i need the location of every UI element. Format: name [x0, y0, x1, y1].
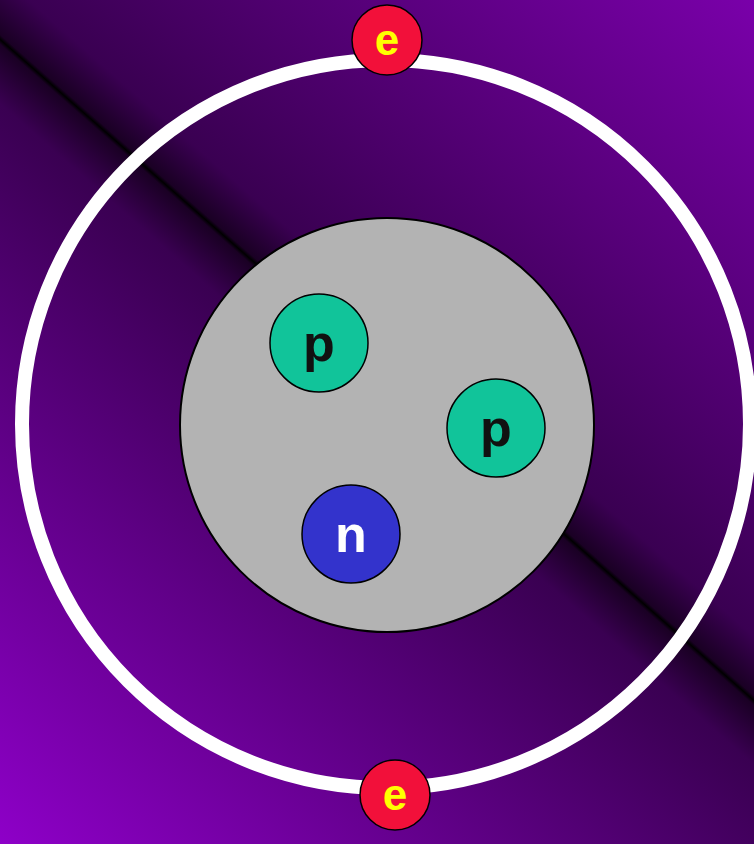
electron-label: e: [383, 773, 407, 817]
proton-shape: [447, 379, 545, 477]
neutron-shape: [302, 485, 400, 583]
electron-label: e: [375, 18, 399, 62]
proton-node: p: [269, 293, 369, 393]
electron-shape: [360, 760, 430, 830]
neutron-node: n: [301, 484, 401, 584]
proton-shape: [270, 294, 368, 392]
electron-shape: [352, 5, 422, 75]
nucleus: [180, 218, 594, 632]
electron-node: e: [351, 4, 423, 76]
proton-label: p: [480, 402, 512, 454]
electron-orbit: [22, 60, 750, 788]
proton-label: p: [303, 317, 335, 369]
proton-node: p: [446, 378, 546, 478]
electron-node: e: [359, 759, 431, 831]
neutron-label: n: [335, 508, 367, 560]
